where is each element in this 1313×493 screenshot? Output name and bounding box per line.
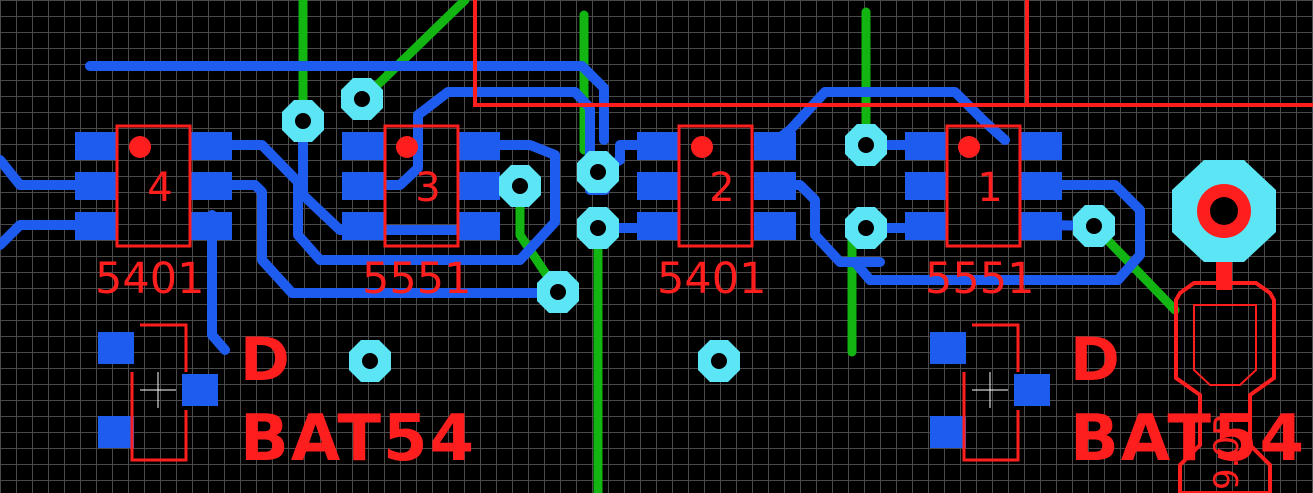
top-trace	[207, 210, 230, 355]
via-hole	[550, 284, 566, 300]
ic-outline	[383, 124, 460, 248]
pad	[190, 132, 232, 160]
top-trace	[0, 155, 85, 190]
pin1-dot	[958, 136, 980, 158]
component-pads	[75, 132, 1062, 448]
component-part: 5551	[925, 254, 1034, 304]
top-trace	[298, 115, 485, 235]
pad	[98, 332, 134, 364]
pad	[190, 172, 232, 200]
pin1-dot	[396, 136, 418, 158]
pad	[75, 212, 117, 240]
top-trace	[227, 140, 560, 265]
component-index: 2	[709, 165, 734, 211]
pad	[98, 416, 134, 448]
component-part: 5401	[95, 254, 204, 304]
pad	[1020, 212, 1062, 240]
silkscreen-lines	[473, 0, 1313, 107]
pin1-dot	[129, 136, 151, 158]
component-index: 3	[415, 165, 440, 211]
bottom-trace	[357, 0, 470, 105]
pad	[754, 132, 796, 160]
silkscreen-text: 4 3 2 1 5401 5551 5401 5551 D BAT54 D BA…	[95, 165, 1306, 490]
pin1-markers	[129, 136, 980, 158]
pad	[182, 374, 218, 406]
pad	[930, 416, 966, 448]
ic-outline	[945, 124, 1022, 248]
diode-part: BAT54	[1070, 402, 1306, 476]
pad	[637, 132, 679, 160]
pad	[905, 172, 947, 200]
pad	[342, 132, 384, 160]
resistor-pad-outline	[1174, 281, 1276, 493]
pad	[754, 172, 796, 200]
component-index: 1	[977, 165, 1002, 211]
diode-outline	[130, 372, 188, 462]
diode-outline	[972, 323, 1020, 372]
diode-outline	[962, 372, 1020, 462]
component-part: 5551	[362, 254, 471, 304]
component-index: 4	[147, 165, 172, 211]
ic-outlines	[115, 124, 1022, 248]
via-hole	[1086, 218, 1102, 234]
diode-outlines	[130, 323, 1020, 462]
pad	[75, 132, 117, 160]
pad	[75, 172, 117, 200]
pad	[458, 212, 500, 240]
via-hole	[711, 353, 727, 369]
pad	[1020, 172, 1062, 200]
pad	[1014, 374, 1050, 406]
board-outline	[473, 0, 1313, 107]
pad	[190, 212, 232, 240]
pad	[905, 132, 947, 160]
pad	[342, 212, 384, 240]
via-hole	[512, 178, 528, 194]
via-hole	[354, 91, 370, 107]
via-holes	[295, 91, 1102, 369]
diode-crosshairs	[140, 372, 1008, 408]
via-hole	[362, 353, 378, 369]
top-trace	[850, 180, 1145, 285]
pad	[637, 172, 679, 200]
top-trace	[85, 61, 609, 145]
diode-part: BAT54	[240, 402, 476, 476]
pad	[905, 212, 947, 240]
via-hole	[858, 220, 874, 236]
diode-ref: D	[240, 325, 290, 395]
component-part: 5401	[657, 254, 766, 304]
pad	[1020, 132, 1062, 160]
pad	[458, 132, 500, 160]
ic-outline	[677, 124, 754, 248]
through-hole-drill	[1210, 197, 1238, 225]
pad	[637, 212, 679, 240]
pad	[458, 172, 500, 200]
resistor-pad-inner	[1193, 304, 1257, 386]
via-hole	[858, 137, 874, 153]
via-hole	[590, 220, 606, 236]
top-trace	[227, 180, 563, 298]
ic-outline	[115, 124, 192, 248]
via-hole	[295, 113, 311, 129]
diode-outline	[140, 323, 188, 372]
via-hole	[590, 164, 606, 180]
pad	[930, 332, 966, 364]
top-trace	[0, 220, 85, 250]
resistor-value: 9.0R	[1207, 412, 1247, 490]
diode-ref: D	[1070, 325, 1120, 395]
top-layer-traces	[0, 61, 1145, 355]
pad	[342, 172, 384, 200]
pin1-dot	[691, 136, 713, 158]
pad	[754, 212, 796, 240]
